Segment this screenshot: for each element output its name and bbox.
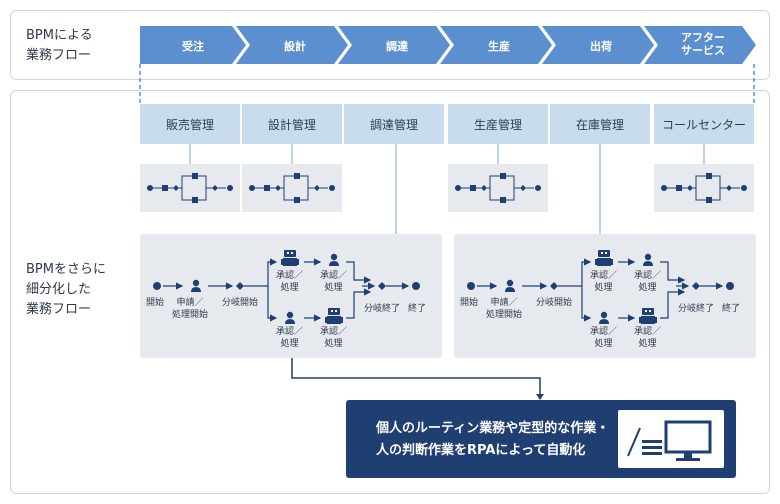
stage-chevron-1 <box>140 26 246 64</box>
flow-label-approve-right-3: 承認／ 処理 <box>590 327 618 349</box>
rpa-computer-icon <box>618 410 724 468</box>
flow-label-branch-end-left: 分岐終了 <box>364 304 401 314</box>
stage-chevron-2 <box>236 26 348 64</box>
flow-label-approve-left-2: 承認／ 処理 <box>320 271 348 293</box>
flow-label-start-left: 開始 <box>146 298 165 308</box>
flow-label-apply-left: 申請／ 処理開始 <box>172 298 209 320</box>
flow-label-branch-start-left: 分岐開始 <box>222 298 259 308</box>
flow-label-apply-right: 申請／ 処理開始 <box>486 298 523 320</box>
flow-label-end-right: 終了 <box>722 304 741 314</box>
bpm-detail-label: BPMをさらに 細分化した 業務フロー <box>26 262 106 317</box>
rpa-connector <box>291 342 541 396</box>
stage-chevron-6 <box>644 26 756 64</box>
monitor-icon <box>627 420 712 461</box>
dept-call-center: コールセンター <box>654 104 754 144</box>
rpa-callout: 個人のルーティン業務や定型的な作業・ 人の判断作業をRPAによって自動化 <box>346 400 736 478</box>
stage-bar <box>140 26 756 64</box>
flow-label-approve-right-1: 承認／ 処理 <box>590 271 618 293</box>
dept-design: 設計管理 <box>242 104 342 144</box>
bpm-top-label: BPMによる 業務フロー <box>26 28 93 63</box>
flow-label-end-left: 終了 <box>408 304 427 314</box>
stage-label-2: 設計 <box>284 40 306 53</box>
dept-sales: 販売管理 <box>140 104 240 144</box>
dept-inventory: 在庫管理 <box>550 104 650 144</box>
stage-label-1: 受注 <box>182 40 204 53</box>
stage-chevron-4 <box>440 26 552 64</box>
flow-label-branch-start-right: 分岐開始 <box>536 298 573 308</box>
flow-label-approve-right-2: 承認／ 処理 <box>634 271 662 293</box>
rpa-text-line-1: 個人のルーティン業務や定型的な作業・ <box>376 421 610 436</box>
stage-chevron-3 <box>338 26 450 64</box>
rpa-text-line-2: 人の判断作業をRPAによって自動化 <box>376 443 586 458</box>
flow-label-approve-left-1: 承認／ 処理 <box>276 271 304 293</box>
flow-label-approve-right-4: 承認／ 処理 <box>634 327 662 349</box>
flow-label-start-right: 開始 <box>460 298 479 308</box>
stage-label-5: 出荷 <box>590 40 612 53</box>
flow-label-branch-end-right: 分岐終了 <box>678 304 715 314</box>
stage-label-4: 生産 <box>488 40 510 53</box>
dept-production: 生産管理 <box>448 104 548 144</box>
flow-label-approve-left-4: 承認／ 処理 <box>320 327 348 349</box>
flow-label-approve-left-3: 承認／ 処理 <box>276 327 304 349</box>
stage-label-6: アフター サービス <box>681 31 725 57</box>
dept-procurement: 調達管理 <box>344 104 444 144</box>
stage-label-3: 調達 <box>386 40 408 53</box>
stage-chevron-5 <box>542 26 654 64</box>
rpa-text: 個人のルーティン業務や定型的な作業・ 人の判断作業をRPAによって自動化 <box>376 418 609 462</box>
